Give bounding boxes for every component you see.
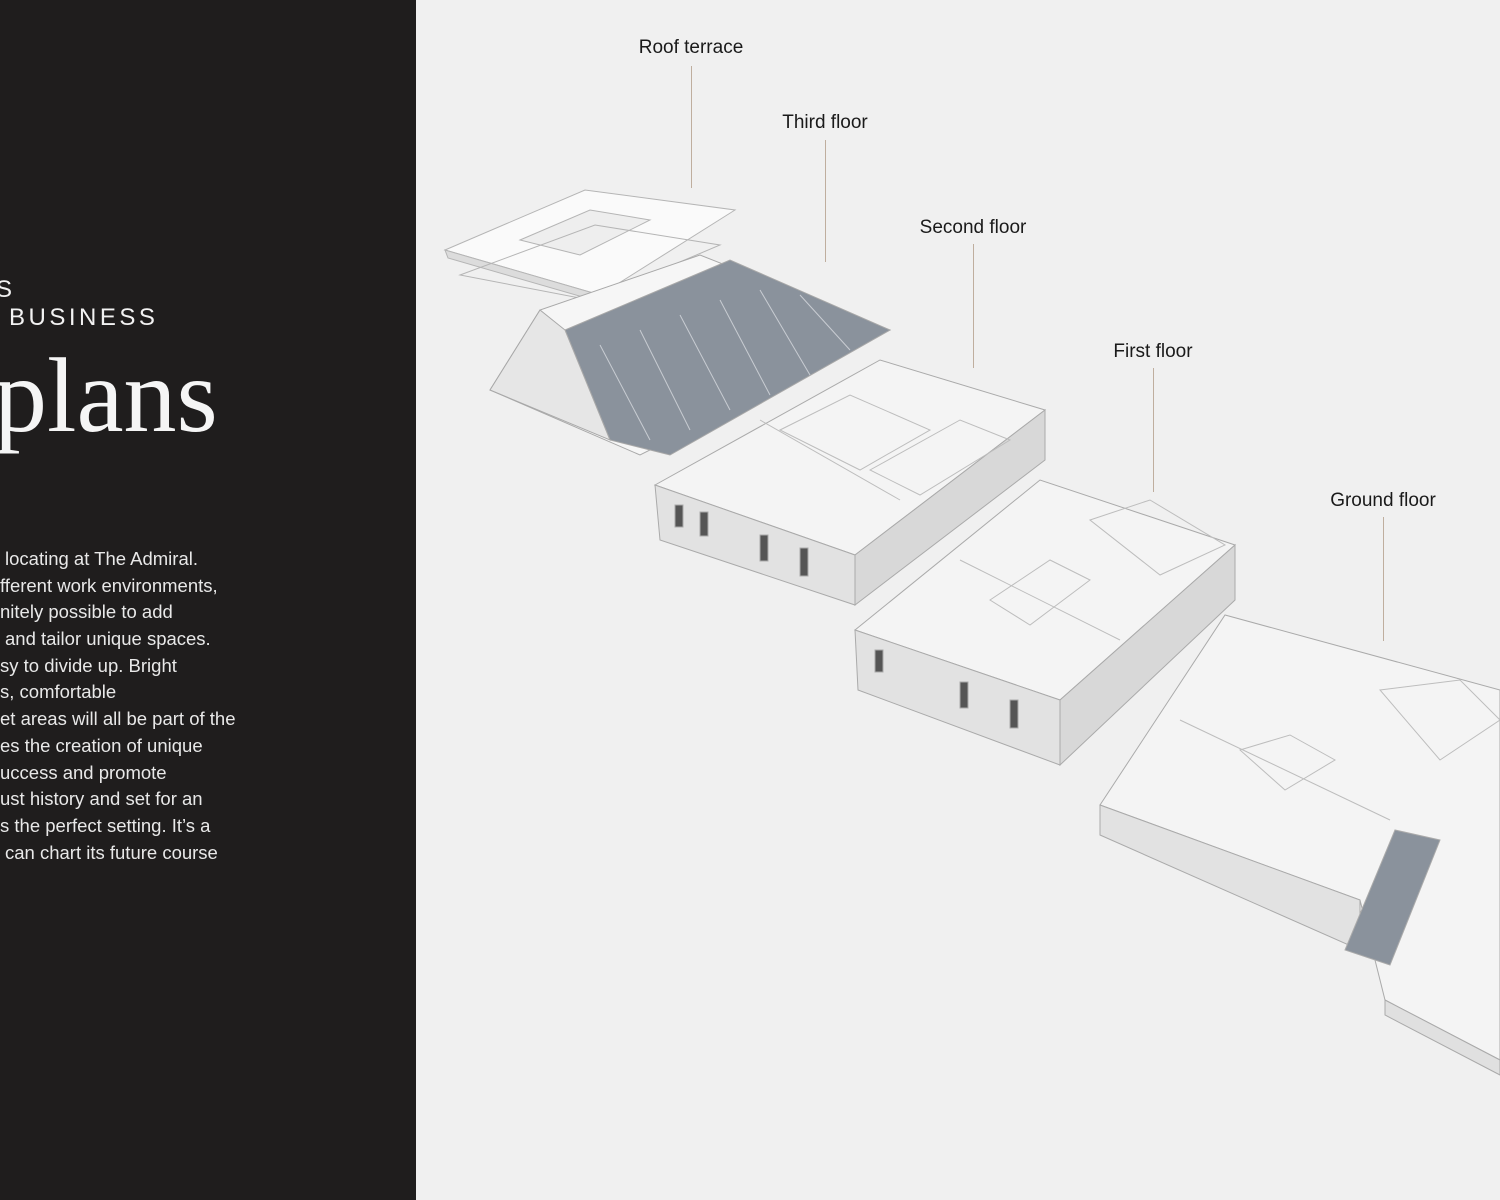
- body-line: s, comfortable: [0, 681, 117, 703]
- floor-label-third-floor: Third floor: [782, 112, 868, 133]
- floor-label-second-floor: Second floor: [919, 217, 1027, 238]
- ground-floor-model: [1099, 614, 1500, 1076]
- roof-terrace-model: [443, 189, 737, 303]
- leader-line: [1153, 368, 1154, 492]
- first-floor-model: [853, 479, 1236, 767]
- floor-labels: [416, 0, 1500, 1200]
- eyebrow-line-2: BUSINESS: [9, 304, 159, 331]
- body-line: can chart its future course: [5, 841, 218, 863]
- body-line: s the perfect setting. It’s a: [0, 814, 211, 836]
- body-line: and tailor unique spaces.: [5, 628, 211, 650]
- floor-label-roof-terrace: Roof terrace: [638, 37, 744, 58]
- body-line: fferent work environments,: [0, 574, 218, 596]
- body-line: et areas will all be part of the: [0, 708, 236, 730]
- second-floor-model: [653, 359, 1047, 607]
- floor-label-first-floor: First floor: [1113, 341, 1193, 362]
- body-line: sy to divide up. Bright: [0, 654, 177, 676]
- leader-line: [973, 244, 974, 368]
- page-title: plans: [0, 337, 218, 454]
- body-line: uccess and promote: [0, 761, 167, 783]
- leader-line: [825, 140, 826, 262]
- eyebrow-line-1: S: [0, 276, 16, 303]
- leader-line: [691, 66, 692, 188]
- intro-panel: S BUSINESS plans locating at The Admiral…: [0, 0, 416, 1200]
- body-line: ust history and set for an: [0, 788, 203, 810]
- leader-line: [1383, 517, 1384, 641]
- body-line: nitely possible to add: [0, 601, 173, 623]
- body-line: locating at The Admiral.: [5, 548, 198, 569]
- third-floor-model: [489, 254, 892, 456]
- body-line: es the creation of unique: [0, 734, 203, 756]
- floor-label-ground-floor: Ground floor: [1330, 490, 1436, 511]
- body-text: locating at The Admiral. fferent work en…: [0, 546, 236, 866]
